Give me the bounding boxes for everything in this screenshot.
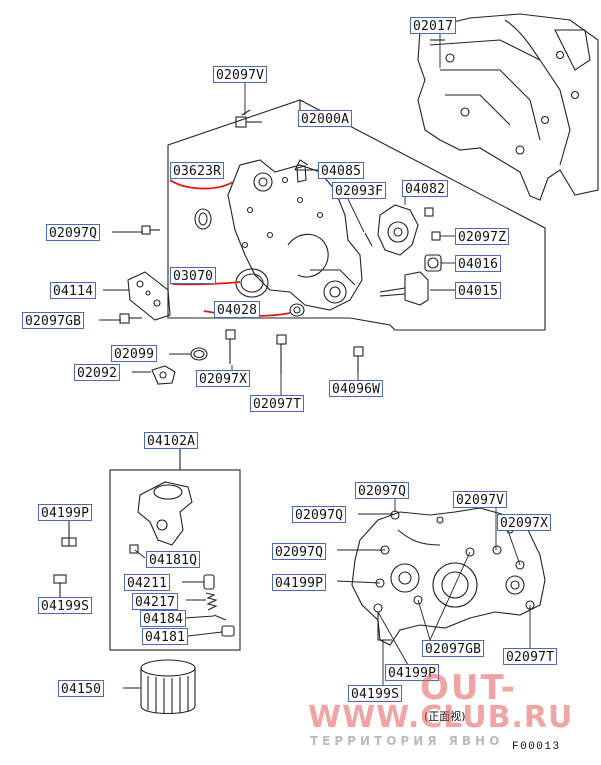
part-label-04085[interactable]: 04085 — [318, 162, 365, 179]
front-case-front-view-drawing — [351, 507, 546, 646]
part-label-04199P-r[interactable]: 04199P — [272, 574, 327, 591]
gasket-drawing — [127, 271, 171, 321]
part-label-04082[interactable]: 04082 — [402, 180, 449, 197]
part-label-02097GB-r[interactable]: 02097GB — [422, 640, 485, 657]
part-label-04150[interactable]: 04150 — [58, 680, 105, 697]
engine-block-drawing — [417, 13, 599, 201]
oil-pump-rotor-drawing — [296, 165, 442, 306]
part-label-04181[interactable]: 04181 — [142, 628, 189, 645]
oil-filter-drawing — [140, 659, 196, 714]
part-label-04217[interactable]: 04217 — [132, 593, 179, 610]
bolt-drawings — [119, 109, 441, 374]
part-label-02099[interactable]: 02099 — [111, 345, 158, 362]
part-label-04184[interactable]: 04184 — [140, 610, 187, 627]
part-label-03070[interactable]: 03070 — [170, 267, 217, 284]
part-label-02097T-r[interactable]: 02097T — [503, 648, 558, 665]
leader-lines — [59, 33, 531, 689]
watermark-line3: ТЕРРИТОРИЯ ЯВНО — [310, 734, 504, 748]
part-label-03623R[interactable]: 03623R — [170, 162, 225, 179]
part-label-02097V-r[interactable]: 02097V — [453, 491, 508, 508]
o-ring-drawings — [151, 347, 208, 385]
oil-filter-bracket-box — [109, 448, 241, 651]
part-label-04211[interactable]: 04211 — [124, 574, 171, 591]
part-label-02097X[interactable]: 02097X — [196, 370, 251, 387]
figure-code: F00013 — [512, 741, 561, 753]
part-label-02097Q-r1[interactable]: 02097Q — [355, 482, 410, 499]
part-label-02097Q-r2[interactable]: 02097Q — [292, 506, 347, 523]
part-label-04199P[interactable]: 04199P — [38, 504, 93, 521]
part-label-04199S-r[interactable]: 04199S — [348, 685, 403, 702]
part-label-04114[interactable]: 04114 — [50, 282, 97, 299]
front-case-drawing — [227, 159, 363, 311]
part-label-04102A[interactable]: 04102A — [144, 432, 199, 449]
part-label-02097GB[interactable]: 02097GB — [22, 312, 85, 329]
front-view-caption: (正面视) — [424, 710, 466, 723]
part-label-02097T[interactable]: 02097T — [250, 395, 305, 412]
seal-drawings — [194, 208, 305, 317]
part-label-04028[interactable]: 04028 — [214, 301, 261, 318]
part-label-02097V[interactable]: 02097V — [213, 66, 268, 83]
part-label-04015[interactable]: 04015 — [455, 282, 502, 299]
part-label-02097Q-r3[interactable]: 02097Q — [272, 543, 327, 560]
red-highlight-marks — [169, 179, 291, 317]
part-label-04199S[interactable]: 04199S — [38, 597, 93, 614]
part-label-02097Z[interactable]: 02097Z — [455, 228, 510, 245]
part-label-02097X-r[interactable]: 02097X — [497, 514, 552, 531]
part-label-04016[interactable]: 04016 — [455, 255, 502, 272]
part-label-02093F[interactable]: 02093F — [332, 182, 387, 199]
part-label-02092[interactable]: 02092 — [74, 364, 121, 381]
part-label-02017[interactable]: 02017 — [410, 17, 457, 34]
watermark-line1: OUT- — [420, 668, 517, 708]
watermark-line2: WWW.CLUB.RU — [308, 700, 574, 735]
part-label-02097Q[interactable]: 02097Q — [46, 224, 101, 241]
part-label-04181Q[interactable]: 04181Q — [146, 551, 201, 568]
part-label-04096W[interactable]: 04096W — [329, 380, 384, 397]
part-label-04199P-r2[interactable]: 04199P — [385, 664, 440, 681]
part-label-02000A[interactable]: 02000A — [298, 110, 353, 127]
